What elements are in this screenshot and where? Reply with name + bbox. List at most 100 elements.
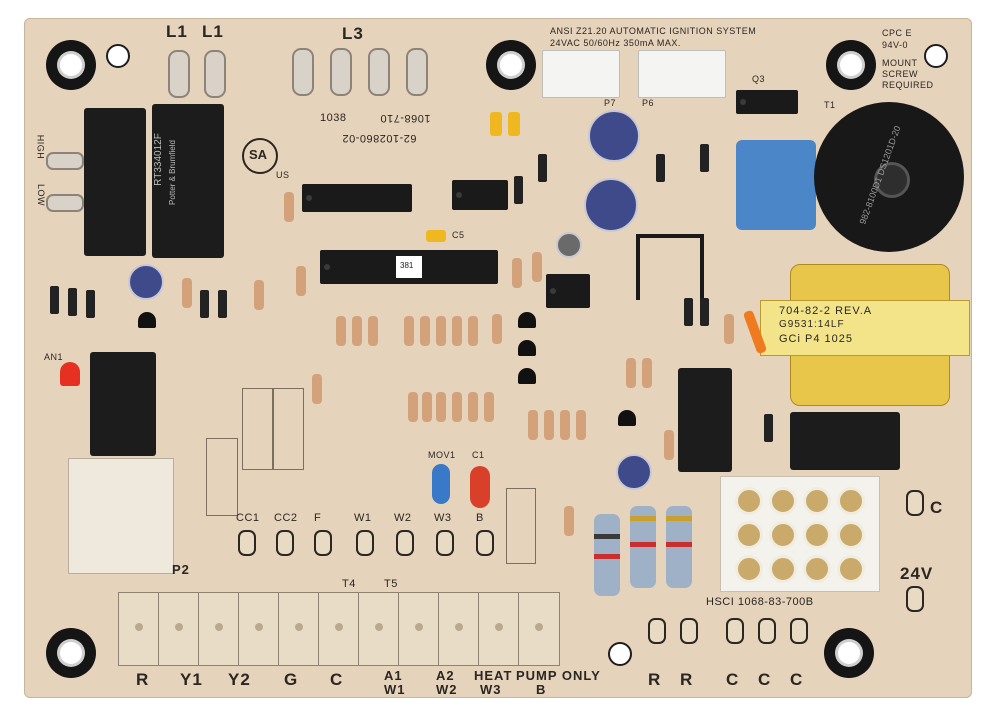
model-label: HSCI 1068-83-700B [706, 596, 814, 608]
header-line-1: ANSI Z21.20 AUTOMATIC IGNITION SYSTEM [550, 26, 757, 36]
resistor-14 [468, 316, 478, 346]
pad-label-f: F [314, 512, 322, 524]
band [666, 516, 692, 521]
pin [837, 487, 865, 515]
tag-p2: P2 [172, 562, 190, 577]
tag-t5: T5 [384, 578, 398, 590]
mount-hole-bottom-left [46, 628, 96, 678]
resistor-18 [422, 392, 432, 422]
small-hole-top-right [924, 44, 948, 68]
terminal-block-3 [198, 592, 240, 666]
pad-label-b: B [476, 512, 484, 524]
transistor-q3 [518, 368, 536, 384]
terminal-block-9 [438, 592, 480, 666]
resistor-16 [312, 374, 322, 404]
heatsink-bracket [636, 234, 704, 300]
transformer-text-1: 704-82-2 REV.A [779, 305, 873, 317]
circuit-board: L1 L1 L3 ANSI Z21.20 AUTOMATIC IGNITION … [24, 18, 972, 698]
part-code-1: 1038 [320, 112, 347, 124]
hp-label-pump-only: PUMP ONLY [516, 668, 601, 683]
terminal-block-6 [318, 592, 360, 666]
br-label-c-2: C [758, 670, 772, 689]
pad-br-r-1 [648, 618, 666, 644]
resistor-22 [484, 392, 494, 422]
mount-hole-top-left [46, 40, 96, 90]
tag-q3: Q3 [752, 74, 766, 84]
resistor-29 [724, 314, 734, 344]
rating-label: 94V-0 [882, 40, 909, 50]
terminal-label-y1: Y1 [180, 670, 203, 689]
band [630, 516, 656, 521]
pad-cc1 [238, 530, 256, 556]
resistor-7 [336, 316, 346, 346]
csa-logo-text: SA [249, 147, 268, 162]
capacitor-c1 [470, 466, 490, 508]
mount-label-3: REQUIRED [882, 80, 934, 90]
ic-u2 [302, 184, 412, 212]
terminal-tab-l3-3 [368, 48, 390, 96]
cap-electrolytic-left [128, 264, 164, 300]
tag-t4: T4 [342, 578, 356, 590]
terminal-block-10 [478, 592, 520, 666]
resistor-28 [642, 358, 652, 388]
terminal-block-8 [398, 592, 440, 666]
hp-label-b: B [536, 682, 547, 697]
power-resistor-3 [666, 506, 692, 588]
hp-label-heat: HEAT [474, 668, 513, 683]
pad-br-r-2 [680, 618, 698, 644]
hp-label-w3: W3 [480, 682, 502, 697]
pad-label-cc2: CC2 [274, 512, 298, 524]
label-24v: 24V [900, 564, 934, 583]
band [594, 534, 620, 539]
terminal-tab-l3-4 [406, 48, 428, 96]
connector-p2 [68, 458, 174, 574]
br-label-r-1: R [648, 670, 662, 689]
tag-mov1: MOV1 [428, 450, 456, 460]
tag-p6: P6 [642, 98, 655, 108]
tag-c5: C5 [452, 230, 465, 240]
relay-left-1 [84, 108, 146, 256]
diode-3 [86, 290, 95, 318]
component-outline-1 [242, 388, 274, 470]
terminal-block-7 [358, 592, 400, 666]
pad-label-cc1: CC1 [236, 512, 260, 524]
tab-low [46, 194, 84, 212]
pin [769, 487, 797, 515]
mount-label-2: SCREW [882, 69, 918, 79]
resistor-27 [626, 358, 636, 388]
pin [735, 521, 763, 549]
pad-c-right [906, 490, 924, 516]
terminal-block-5 [278, 592, 320, 666]
transistor-q2 [518, 340, 536, 356]
terminal-label-y2: Y2 [228, 670, 251, 689]
resistor-31 [664, 430, 674, 460]
diode-10 [684, 298, 693, 326]
varistor-mov1 [432, 464, 450, 504]
diode-6 [514, 176, 523, 204]
pad-w2 [396, 530, 414, 556]
transistor-q1 [518, 312, 536, 328]
pad-w3 [436, 530, 454, 556]
relay-center-right [678, 368, 732, 472]
csa-country: US [276, 170, 290, 180]
csa-mark-icon: SA [242, 138, 278, 174]
cap-electrolytic-c3 [588, 110, 640, 162]
band [630, 542, 656, 547]
ic-u3 [452, 180, 508, 210]
diode-2 [68, 288, 77, 316]
resistor-10 [404, 316, 414, 346]
tag-t1: T1 [824, 100, 836, 110]
pad-b [476, 530, 494, 556]
resistor-17 [408, 392, 418, 422]
mount-hole-top-right [826, 40, 876, 90]
resistor-9 [368, 316, 378, 346]
resistor-30 [564, 506, 574, 536]
connector-p6 [638, 50, 726, 98]
cap-electrolytic-c2 [584, 178, 638, 232]
diode-7 [538, 154, 547, 182]
pad-br-c-1 [726, 618, 744, 644]
pad-label-w3: W3 [434, 512, 452, 524]
cap-electrolytic-c11 [616, 454, 652, 490]
band [594, 554, 620, 559]
ic-q3 [736, 90, 798, 114]
